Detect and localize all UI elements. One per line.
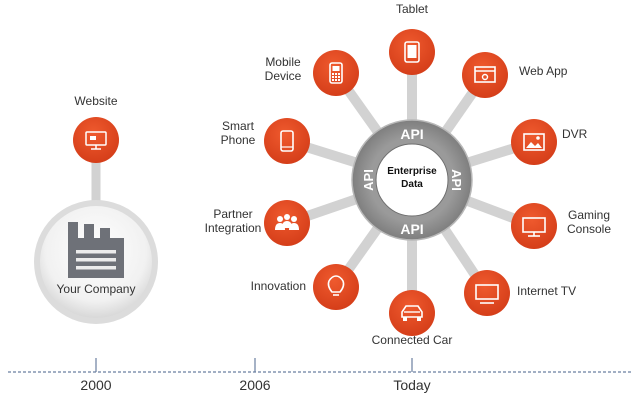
web-app-icon xyxy=(474,66,496,83)
spoke-node-circle xyxy=(464,270,510,316)
people-icon xyxy=(275,214,299,230)
api-label-bottom: API xyxy=(400,221,423,237)
api-ring-edge xyxy=(351,119,473,241)
spoke-label-web-app: Web App xyxy=(519,64,568,78)
spoke-node-gaming-console[interactable] xyxy=(511,203,557,249)
spoke-node-dvr[interactable] xyxy=(511,119,557,165)
spoke-label-tablet: Tablet xyxy=(395,2,429,16)
spoke-label-connected-car: Connected Car xyxy=(371,333,453,347)
spoke-node-mobile-device[interactable] xyxy=(313,50,359,96)
spoke-node-partner-integration[interactable] xyxy=(264,200,310,246)
enterprise-data-circle xyxy=(375,143,449,217)
spoke-node-circle xyxy=(511,119,557,165)
api-label-right: API xyxy=(449,169,464,191)
tablet-icon xyxy=(404,41,420,63)
spoke-node-tablet[interactable] xyxy=(389,29,435,75)
mobile-phone-icon xyxy=(329,62,343,84)
spoke-node-circle xyxy=(389,290,435,336)
api-label-left: API xyxy=(361,169,376,191)
spoke-node-smart-phone[interactable] xyxy=(264,118,310,164)
spoke-label-partner-integration: Partner Integration xyxy=(204,207,262,235)
spoke-node-internet-tv[interactable] xyxy=(464,270,510,316)
monitor-icon xyxy=(522,217,546,237)
timeline-label-today: Today xyxy=(393,377,431,393)
factory-icon xyxy=(68,222,124,278)
spoke-label-mobile-device: Mobile Device xyxy=(264,55,302,83)
monitor-icon xyxy=(85,131,107,150)
tv-icon xyxy=(475,284,499,304)
spoke-node-circle xyxy=(511,203,557,249)
spoke-label-internet-tv: Internet TV xyxy=(517,284,577,298)
lightbulb-icon xyxy=(327,275,345,296)
timeline-label-2000: 2000 xyxy=(80,377,112,393)
website-label: Website xyxy=(74,94,118,108)
spoke-node-innovation[interactable] xyxy=(313,264,359,310)
spoke-label-innovation: Innovation xyxy=(250,279,306,293)
spoke-node-circle xyxy=(264,118,310,164)
spoke-nodes xyxy=(264,29,557,336)
smartphone-icon xyxy=(280,130,294,152)
spoke-node-web-app[interactable] xyxy=(462,52,508,98)
spoke-label-dvr: DVR xyxy=(562,127,588,141)
company-label: Your Company xyxy=(56,282,136,296)
spoke-label-gaming-console: Gaming Console xyxy=(566,208,612,236)
spoke-node-connected-car[interactable] xyxy=(389,290,435,336)
timeline-label-2006: 2006 xyxy=(239,377,271,393)
spoke-label-smart-phone: Smart Phone xyxy=(220,119,256,147)
api-label-top: API xyxy=(400,126,423,142)
image-icon xyxy=(523,133,545,151)
car-icon xyxy=(401,305,423,321)
spoke-node-circle xyxy=(313,264,359,310)
